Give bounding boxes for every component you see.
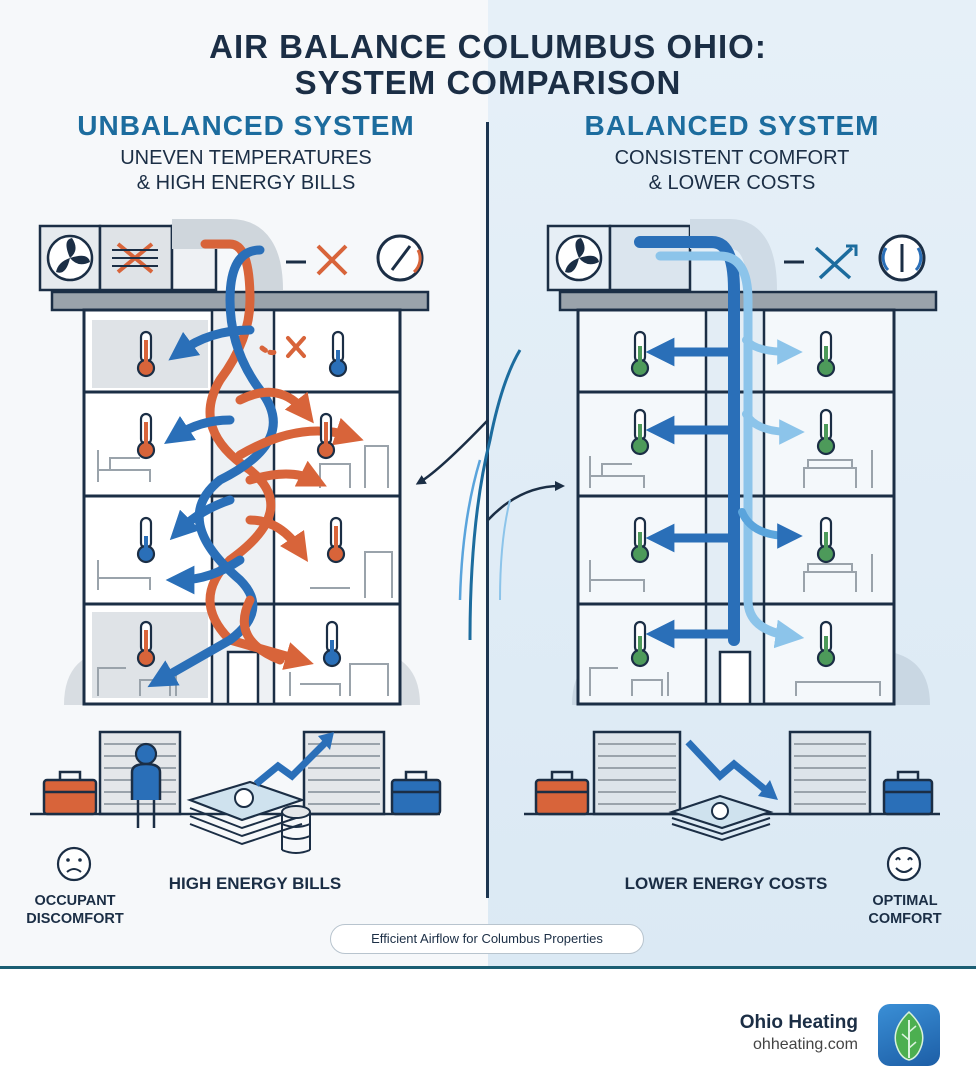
trend-arrow-icon xyxy=(253,732,334,787)
unbalanced-airflow xyxy=(147,239,364,688)
right-gauge xyxy=(784,234,926,282)
brand-name: Ohio Heating xyxy=(739,1012,858,1033)
right-caption-comfort-line1: OPTIMAL xyxy=(872,893,938,909)
trend-arrow-icon xyxy=(685,739,778,800)
thermometer-icon xyxy=(322,620,342,668)
right-caption-bills: LOWER ENERGY COSTS xyxy=(624,874,828,893)
footer-pill-label: Efficient Airflow for Columbus Propertie… xyxy=(330,924,644,954)
thermometer-icon xyxy=(136,620,156,668)
toolbox-icon xyxy=(882,770,934,816)
right-cost-scene xyxy=(524,730,940,882)
thermometer-icon xyxy=(136,516,156,564)
balanced-airflow xyxy=(634,236,805,649)
unbalanced-building xyxy=(50,290,430,706)
left-air-handler xyxy=(38,219,283,292)
person-icon xyxy=(130,742,162,828)
leaf-logo-icon xyxy=(894,1010,924,1061)
thermometer-icon xyxy=(630,408,650,456)
money-stack-icon xyxy=(186,780,306,846)
thermometer-icon xyxy=(816,408,836,456)
center-divider xyxy=(486,122,489,898)
page-title-line2: SYSTEM COMPARISON xyxy=(294,64,682,101)
thermometer-icon xyxy=(630,330,650,378)
coin-stack-icon xyxy=(281,805,311,854)
thermometer-icon xyxy=(816,516,836,564)
toolbox-icon xyxy=(42,770,98,816)
right-thermometers xyxy=(630,330,836,668)
left-subtitle-line2: & HIGH ENERGY BILLS xyxy=(136,172,356,194)
left-subtitle-line1: UNEVEN TEMPERATURES xyxy=(120,147,372,169)
right-caption-comfort-line2: COMFORT xyxy=(868,911,942,927)
thermometer-icon xyxy=(328,330,348,378)
left-caption-comfort-line2: DISCOMFORT xyxy=(26,911,124,927)
thermometer-icon xyxy=(816,620,836,668)
right-subtitle-line1: CONSISTENT COMFORT xyxy=(614,147,850,169)
thermometer-icon xyxy=(316,412,336,460)
thermometer-icon xyxy=(816,330,836,378)
brand-logo xyxy=(878,1004,940,1066)
left-gauge xyxy=(286,234,424,282)
center-swoosh xyxy=(415,349,565,641)
right-section-title: BALANCED SYSTEM xyxy=(584,110,880,141)
left-section-title: UNBALANCED SYSTEM xyxy=(77,110,415,141)
brand-url: ohheating.com xyxy=(753,1036,858,1053)
toolbox-icon xyxy=(534,770,590,816)
thermometer-icon xyxy=(136,412,156,460)
page-title-line1: AIR BALANCE COLUMBUS OHIO: xyxy=(209,28,767,65)
thermometer-icon xyxy=(630,516,650,564)
toolbox-icon xyxy=(390,770,442,816)
left-thermometers xyxy=(136,330,348,668)
illustration-layer xyxy=(30,219,940,882)
left-caption-bills: HIGH ENERGY BILLS xyxy=(168,874,342,893)
thermometer-icon xyxy=(326,516,346,564)
right-subtitle-line2: & LOWER COSTS xyxy=(648,172,816,194)
left-caption-comfort-line1: OCCUPANT xyxy=(34,893,116,909)
thermometer-icon xyxy=(136,330,156,378)
money-stack-icon xyxy=(668,794,774,842)
thermometer-icon xyxy=(630,620,650,668)
smile-face-icon xyxy=(886,846,922,882)
sad-face-icon xyxy=(56,846,92,882)
footer-divider xyxy=(0,966,976,969)
left-cost-scene xyxy=(30,730,442,882)
